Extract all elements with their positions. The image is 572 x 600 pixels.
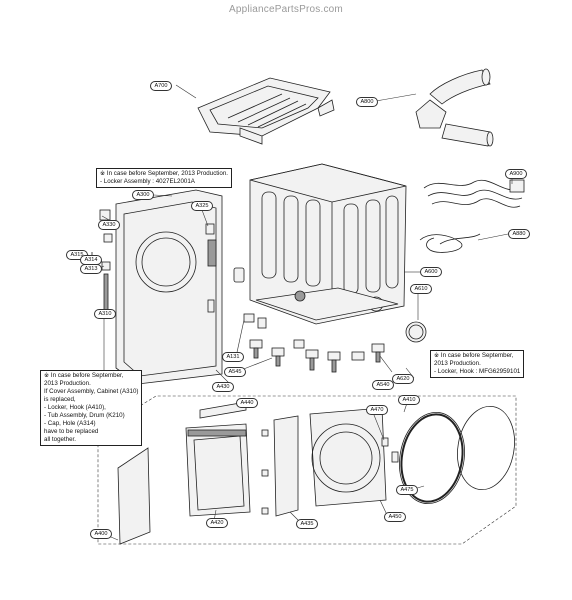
door-gasket-part: [391, 405, 515, 505]
callout-a620: A620: [392, 374, 414, 384]
note-line: 2013 Production.: [44, 380, 91, 387]
callout-a310: A310: [94, 309, 116, 319]
callout-a610: A610: [410, 284, 432, 294]
inner-door-part: [309, 407, 389, 507]
callout-a540: A540: [372, 380, 394, 390]
note-line: is replaced,: [44, 396, 76, 403]
callout-a470: A470: [366, 405, 388, 415]
note-line: - Locker, Hook (A410),: [44, 404, 106, 411]
callout-a300: A300: [132, 190, 154, 200]
note-locker-hook: ※ In case before September, 2013 Product…: [430, 350, 525, 378]
callout-a800: A800: [356, 97, 378, 107]
callout-a400: A400: [90, 529, 112, 539]
note-line: have to be replaced: [44, 428, 99, 435]
note-line: If Cover Assembly, Cabinet (A310): [44, 388, 139, 395]
callout-a420: A420: [206, 518, 228, 528]
callout-a435: A435: [296, 519, 318, 529]
top-plate-part: [197, 77, 335, 145]
note-line: ※ In case before September,: [434, 352, 514, 359]
wire-harness-part: [419, 179, 525, 253]
callout-a880: A880: [508, 229, 530, 239]
exhaust-duct-part: [415, 68, 494, 147]
note-line: - Locker, Hook : MFG62959101: [434, 368, 521, 375]
callout-a450: A450: [384, 512, 406, 522]
note-locker-assembly: ※ In case before September, 2013 Product…: [96, 168, 232, 188]
callout-a131: A131: [222, 352, 244, 362]
door-panel-part: [117, 401, 299, 545]
callout-a440: A440: [236, 398, 258, 408]
callout-a313: A313: [80, 264, 102, 274]
callout-a410: A410: [398, 395, 420, 405]
callout-a325: A325: [191, 201, 213, 211]
callout-a545: A545: [224, 367, 246, 377]
callout-a700: A700: [150, 81, 172, 91]
note-line: all together.: [44, 436, 76, 443]
note-line: 2013 Production.: [434, 360, 481, 367]
callout-a330: A330: [98, 220, 120, 230]
note-line: - Cap, Hole (A314): [44, 420, 96, 427]
front-cover-part: [115, 189, 223, 385]
note-line: - Locker Assembly : 4027EL2001A: [100, 178, 195, 185]
cabinet-fastener-parts: [233, 267, 427, 343]
callout-a430-top: A430: [212, 382, 234, 392]
callout-a600: A600: [420, 267, 442, 277]
note-line: ※ In case before September, 2013 Product…: [100, 170, 228, 177]
watermark: AppliancePartsPros.com: [229, 4, 343, 15]
note-line: ※ In case before September,: [44, 372, 124, 379]
leg-parts: [249, 339, 385, 373]
note-line: - Tub Assembly, Drum (K210): [44, 412, 125, 419]
callout-a475: A475: [396, 485, 418, 495]
note-cover-replacement: ※ In case before September, 2013 Product…: [40, 370, 143, 446]
cabinet-part: [249, 163, 407, 325]
callout-a900: A900: [505, 169, 527, 179]
